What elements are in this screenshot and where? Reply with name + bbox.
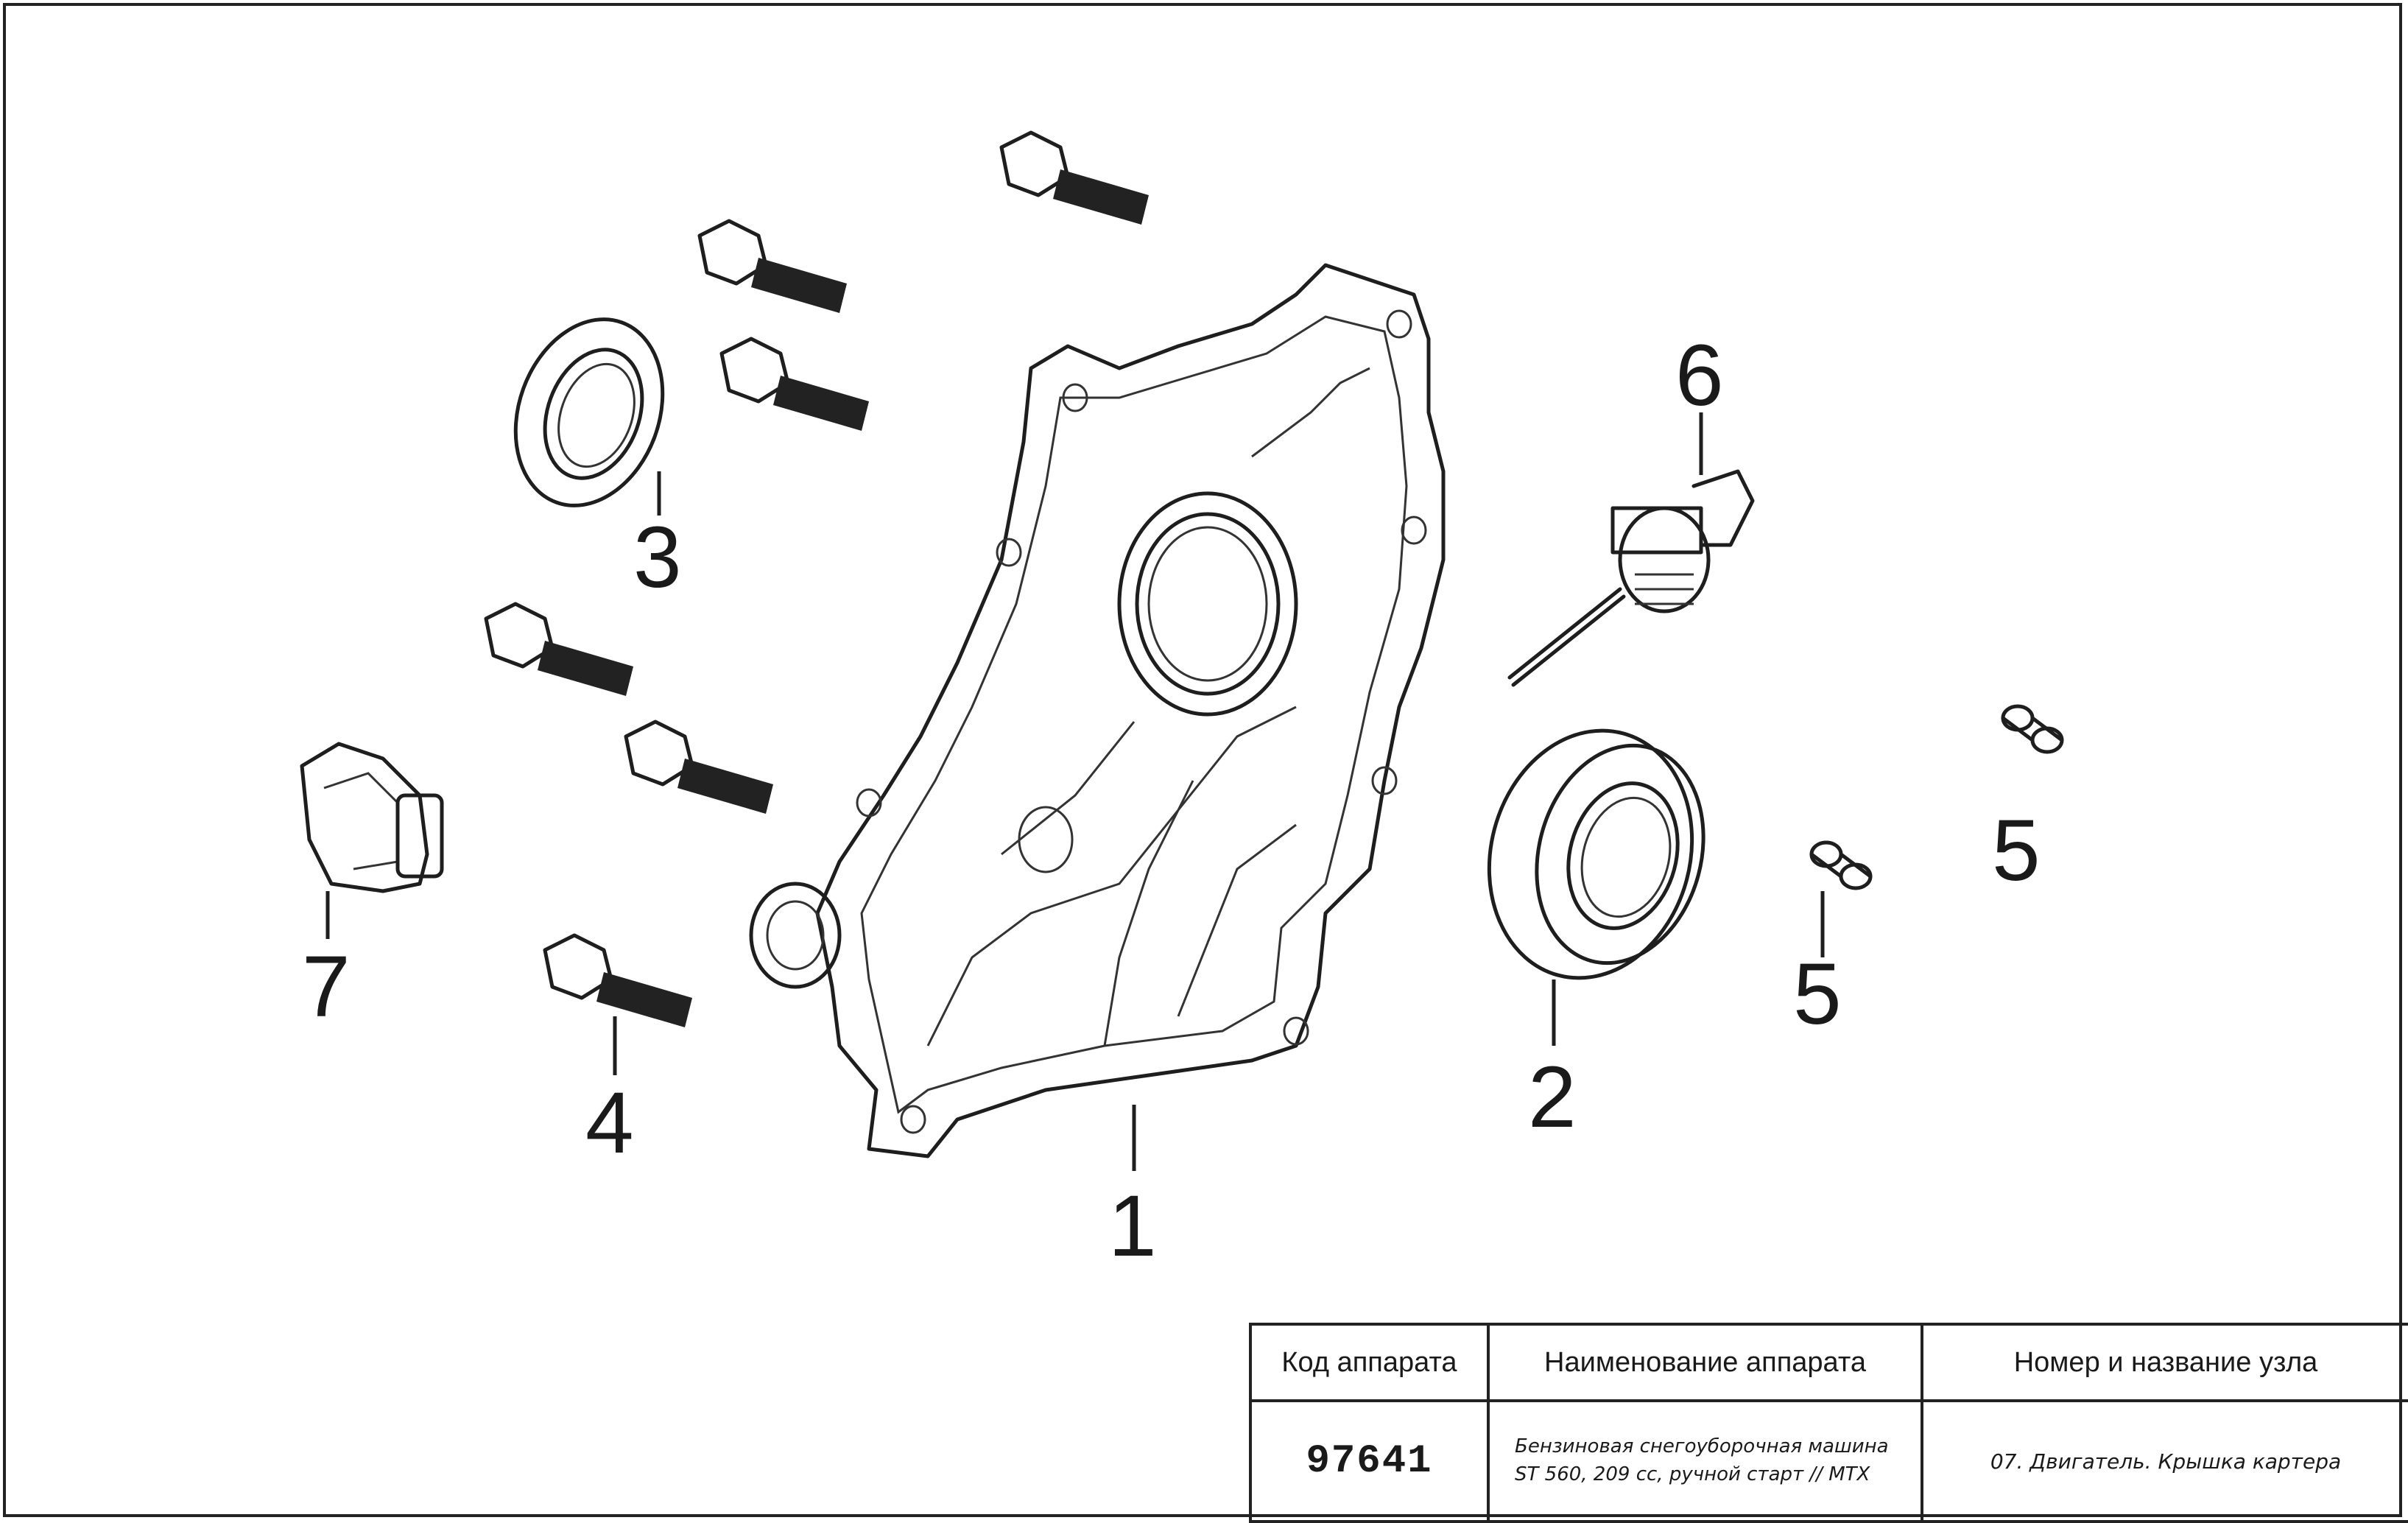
- code-value: 97641: [1249, 1399, 1490, 1523]
- assembly-value: 07. Двигатель. Крышка картера: [1921, 1399, 2408, 1523]
- dipstick: [1507, 469, 1755, 687]
- callout-5a: 5: [1793, 946, 1842, 1043]
- bolt-1: [999, 130, 1149, 225]
- ball-bearing: [1487, 728, 1705, 980]
- bolt-4: [484, 602, 633, 696]
- header-name: Наименование аппарата: [1487, 1323, 1923, 1402]
- bolt-6: [543, 933, 692, 1027]
- callout-4: 4: [585, 1074, 634, 1172]
- name-value-line2: ST 560, 209 cc, ручной старт // MTX: [1515, 1463, 1870, 1485]
- oil-filler-cap: [300, 742, 444, 893]
- header-code: Код аппарата: [1249, 1323, 1490, 1402]
- name-value-line1: Бензиновая снегоуборочная машина: [1515, 1435, 1889, 1458]
- dowel-pin-a: [1809, 840, 1873, 890]
- bolt-3: [719, 337, 869, 431]
- callout-6: 6: [1675, 327, 1724, 424]
- bolt-2: [697, 219, 847, 313]
- header-assembly: Номер и название узла: [1921, 1323, 2408, 1402]
- drawing-frame: [3, 3, 2402, 1517]
- callout-1: 1: [1108, 1178, 1157, 1275]
- crankcase-cover: [749, 263, 1446, 1158]
- name-value: Бензиновая снегоуборочная машина ST 560,…: [1487, 1399, 1923, 1523]
- callout-3: 3: [633, 509, 682, 606]
- callout-7: 7: [302, 938, 351, 1035]
- dowel-pin-b: [2001, 704, 2064, 754]
- title-block: Код аппарата Наименование аппарата Номер…: [1249, 1323, 2408, 1523]
- oil-seal: [513, 317, 665, 507]
- callout-5b: 5: [1992, 802, 2041, 899]
- callout-2: 2: [1528, 1049, 1577, 1146]
- bolt-5: [624, 720, 773, 814]
